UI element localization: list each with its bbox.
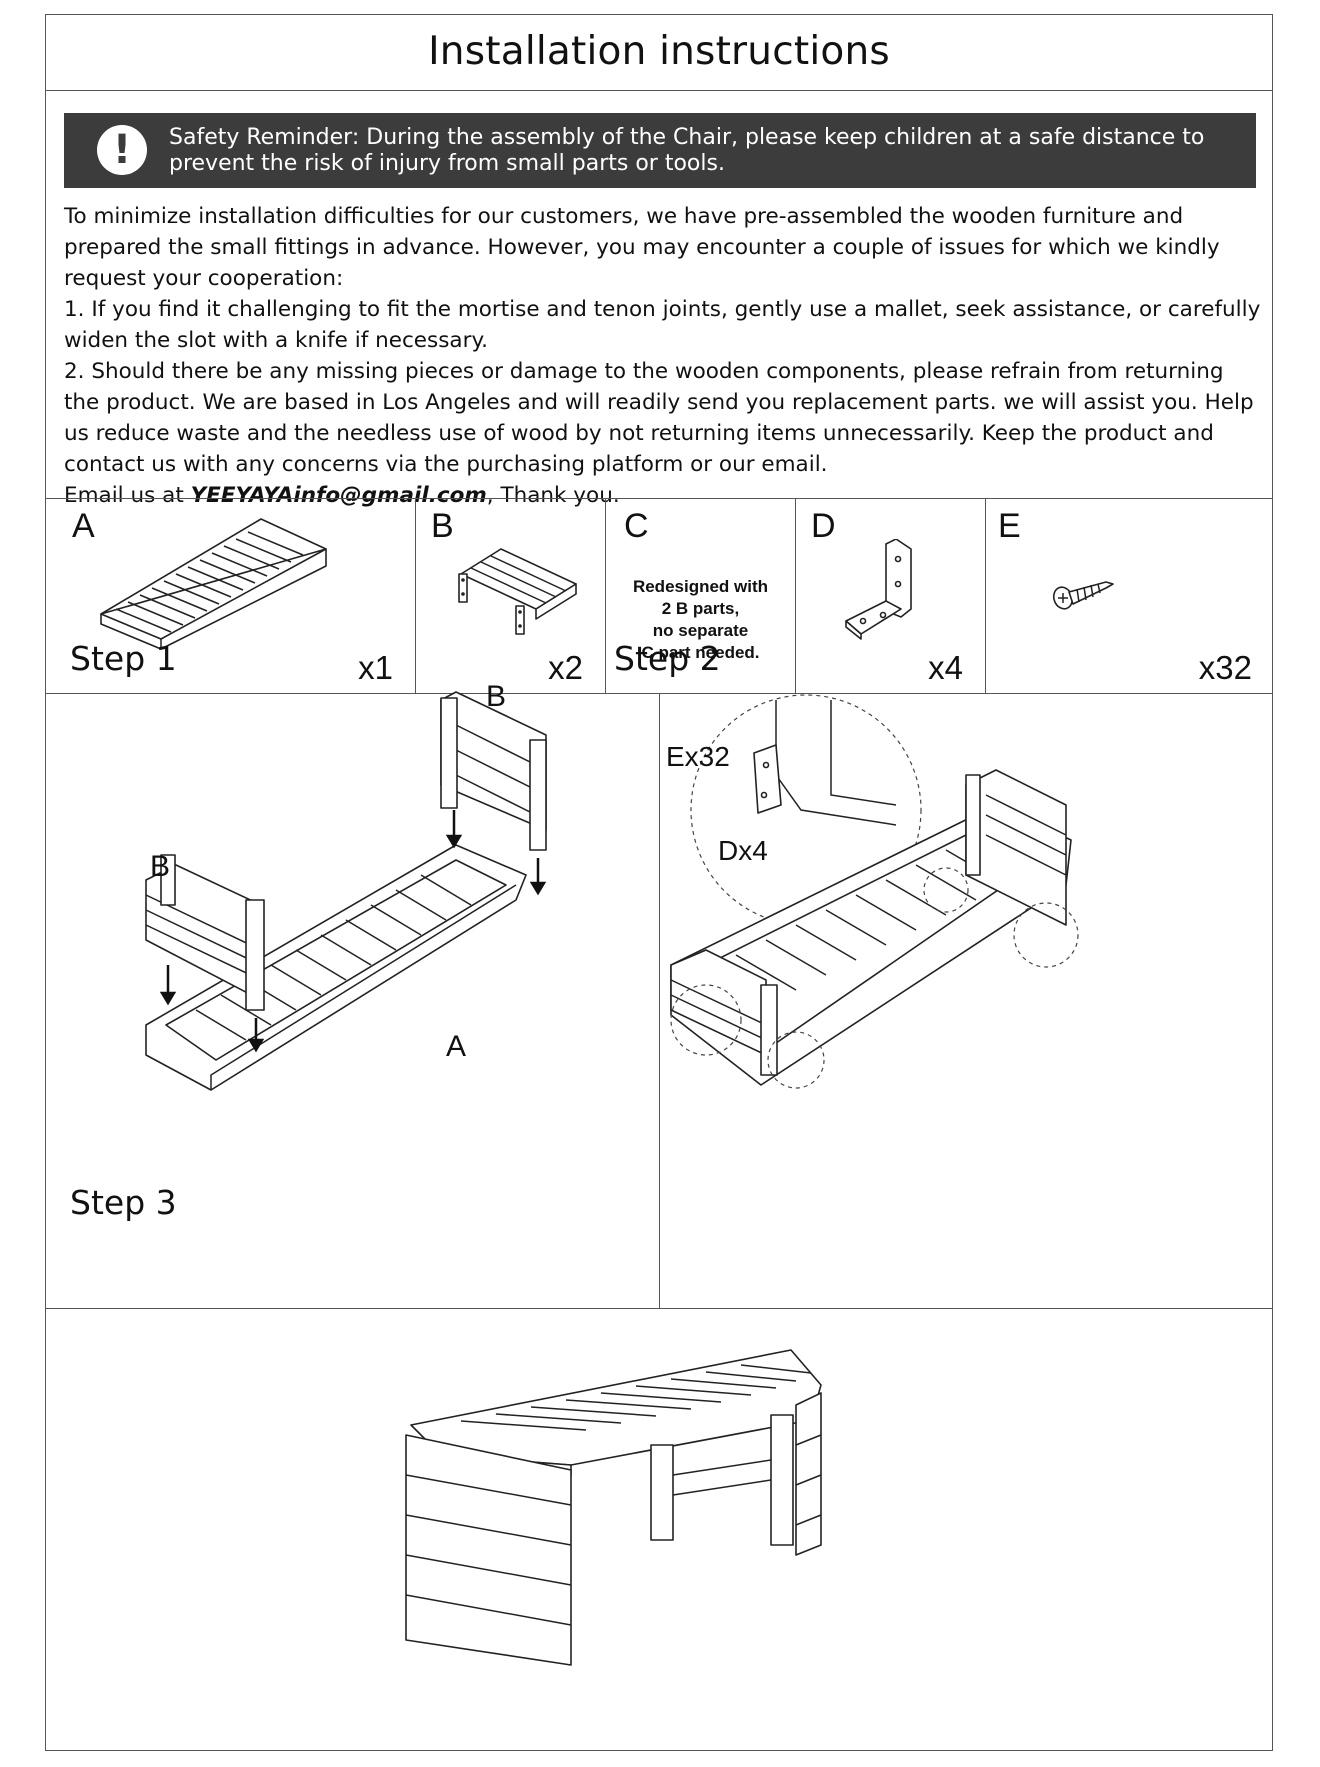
part-letter: D	[811, 507, 836, 546]
part-b: B x2	[416, 499, 606, 693]
exclamation-icon: !	[97, 125, 147, 175]
step-1-label: Step 1	[70, 639, 177, 678]
bracket-count-label: Dx4	[718, 835, 768, 867]
part-b-label: B	[486, 680, 506, 714]
step-2-label: Step 2	[614, 639, 721, 678]
page-title: Installation instructions	[428, 29, 890, 74]
part-quantity: x32	[1199, 649, 1252, 687]
instruction-sheet: Installation instructions ! Safety Remin…	[45, 14, 1273, 1751]
safety-reminder-text: Safety Reminder: During the assembly of …	[169, 125, 1229, 177]
intro-paragraph-3: 2. Should there be any missing pieces or…	[64, 356, 1264, 480]
step-3-label: Step 3	[70, 1183, 177, 1222]
part-d: D x4	[796, 499, 986, 693]
step-3-diagram	[401, 1345, 861, 1689]
note-line: Redesigned with	[606, 576, 795, 598]
screw-count-label: Ex32	[666, 741, 730, 773]
step-divider-horizontal	[46, 1308, 1272, 1309]
intro-paragraph-2: 1. If you find it challenging to fit the…	[64, 294, 1264, 356]
title-row: Installation instructions	[46, 15, 1272, 91]
note-line: 2 B parts,	[606, 598, 795, 620]
part-e: E x32	[986, 499, 1274, 693]
step-2-assembly-illustration	[666, 685, 1266, 1285]
part-b-label: B	[150, 850, 170, 884]
finished-bench-illustration	[401, 1345, 861, 1685]
intro-text: To minimize installation difficulties fo…	[64, 201, 1264, 511]
seat-slat-panel-illustration	[91, 514, 341, 654]
part-quantity: x4	[928, 649, 963, 687]
step-2-diagram: Ex32 Dx4	[666, 685, 1266, 1289]
screw-illustration	[1051, 574, 1116, 614]
part-a-label: A	[446, 1030, 466, 1064]
step-1-diagram: B B A	[96, 680, 596, 1104]
step-1-assembly-illustration	[96, 680, 596, 1100]
safety-reminder-banner: ! Safety Reminder: During the assembly o…	[64, 113, 1256, 188]
intro-paragraph-1: To minimize installation difficulties fo…	[64, 201, 1264, 294]
side-panel-illustration	[456, 544, 586, 639]
step-divider-vertical	[659, 694, 660, 1308]
l-bracket-illustration	[841, 539, 931, 644]
part-letter: E	[998, 507, 1021, 546]
part-letter: B	[431, 507, 454, 546]
part-letter: C	[624, 507, 649, 546]
